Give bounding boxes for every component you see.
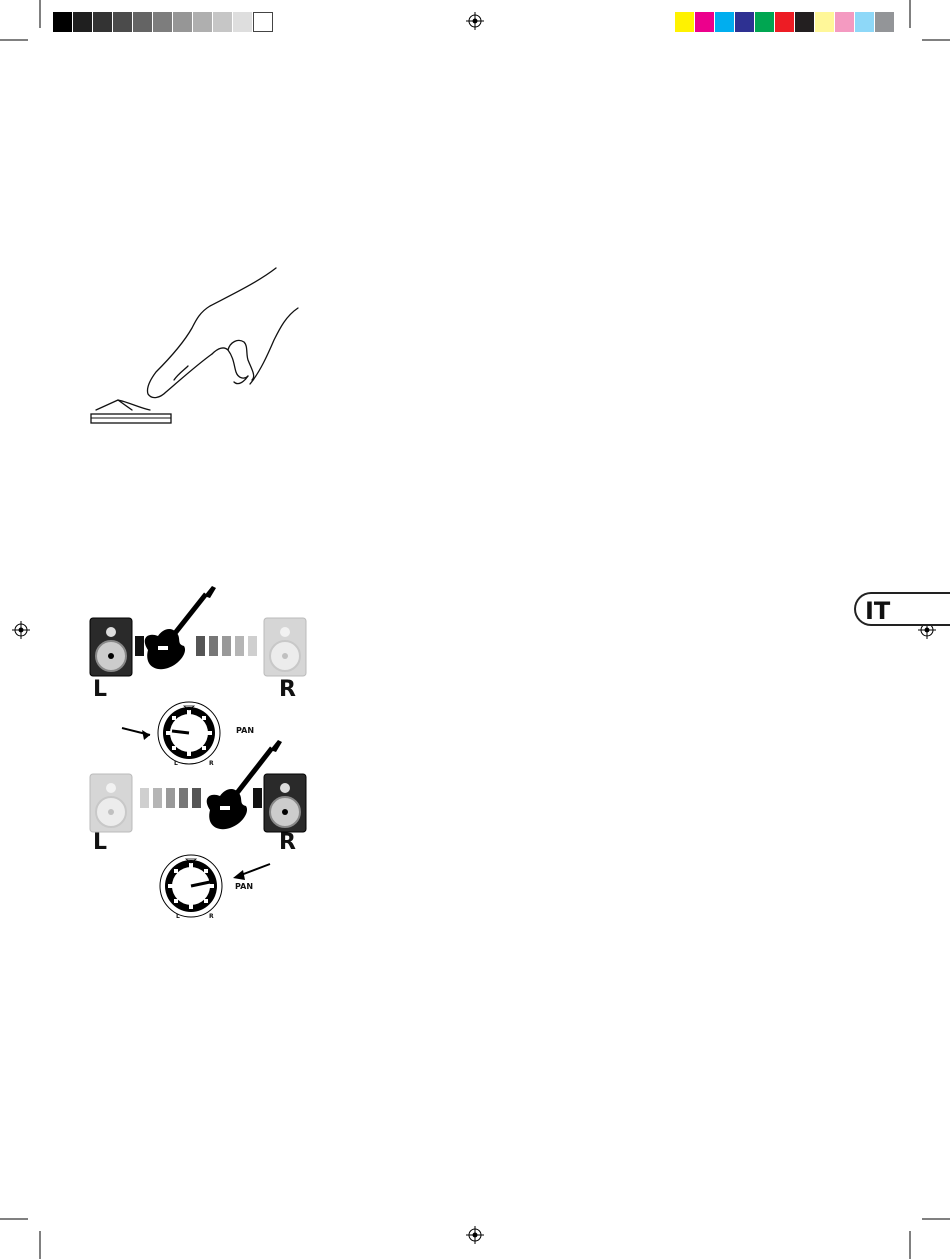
- hand-pressing-button-illustration: [88, 262, 303, 430]
- right-speaker-icon: [264, 618, 306, 676]
- process-swatch: [735, 12, 755, 32]
- process-swatch: [755, 12, 775, 32]
- right-channel-label: R: [279, 832, 296, 854]
- registration-mark-left: [12, 621, 30, 639]
- greyscale-color-bar: [53, 12, 273, 32]
- registration-mark-bottom: [466, 1226, 484, 1244]
- pan-left-illustration: [88, 580, 310, 680]
- process-swatch: [835, 12, 855, 32]
- pan-label: PAN: [235, 883, 253, 891]
- guitar-icon: [145, 586, 216, 669]
- right-speaker-icon: [264, 774, 306, 832]
- language-code: IT: [865, 597, 890, 625]
- greyscale-swatch: [133, 12, 153, 32]
- knob-scale-left: L: [176, 914, 180, 920]
- greyscale-swatch: [93, 12, 113, 32]
- process-swatch: [815, 12, 835, 32]
- process-swatch: [795, 12, 815, 32]
- knob-scale-right: R: [209, 914, 214, 920]
- left-speaker-icon: [90, 618, 132, 676]
- right-channel-label: R: [279, 679, 296, 701]
- process-swatch: [855, 12, 875, 32]
- greyscale-swatch: [233, 12, 253, 32]
- left-speaker-icon: [90, 774, 132, 832]
- pan-right-illustration: [88, 738, 310, 838]
- greyscale-swatch: [53, 12, 73, 32]
- greyscale-swatch: [113, 12, 133, 32]
- greyscale-swatch: [73, 12, 93, 32]
- process-swatch: [695, 12, 715, 32]
- greyscale-swatch: [173, 12, 193, 32]
- process-color-bar: [675, 12, 895, 32]
- greyscale-swatch: [193, 12, 213, 32]
- left-channel-label: L: [93, 679, 107, 701]
- greyscale-swatch: [213, 12, 233, 32]
- pan-knob-right: [155, 850, 275, 920]
- left-channel-label: L: [93, 832, 107, 854]
- process-swatch: [875, 12, 895, 32]
- process-swatch: [675, 12, 695, 32]
- greyscale-swatch: [253, 12, 273, 32]
- process-swatch: [715, 12, 735, 32]
- language-tab: IT: [854, 592, 950, 626]
- greyscale-swatch: [153, 12, 173, 32]
- pan-label: PAN: [236, 727, 254, 735]
- process-swatch: [775, 12, 795, 32]
- registration-mark-top: [466, 12, 484, 30]
